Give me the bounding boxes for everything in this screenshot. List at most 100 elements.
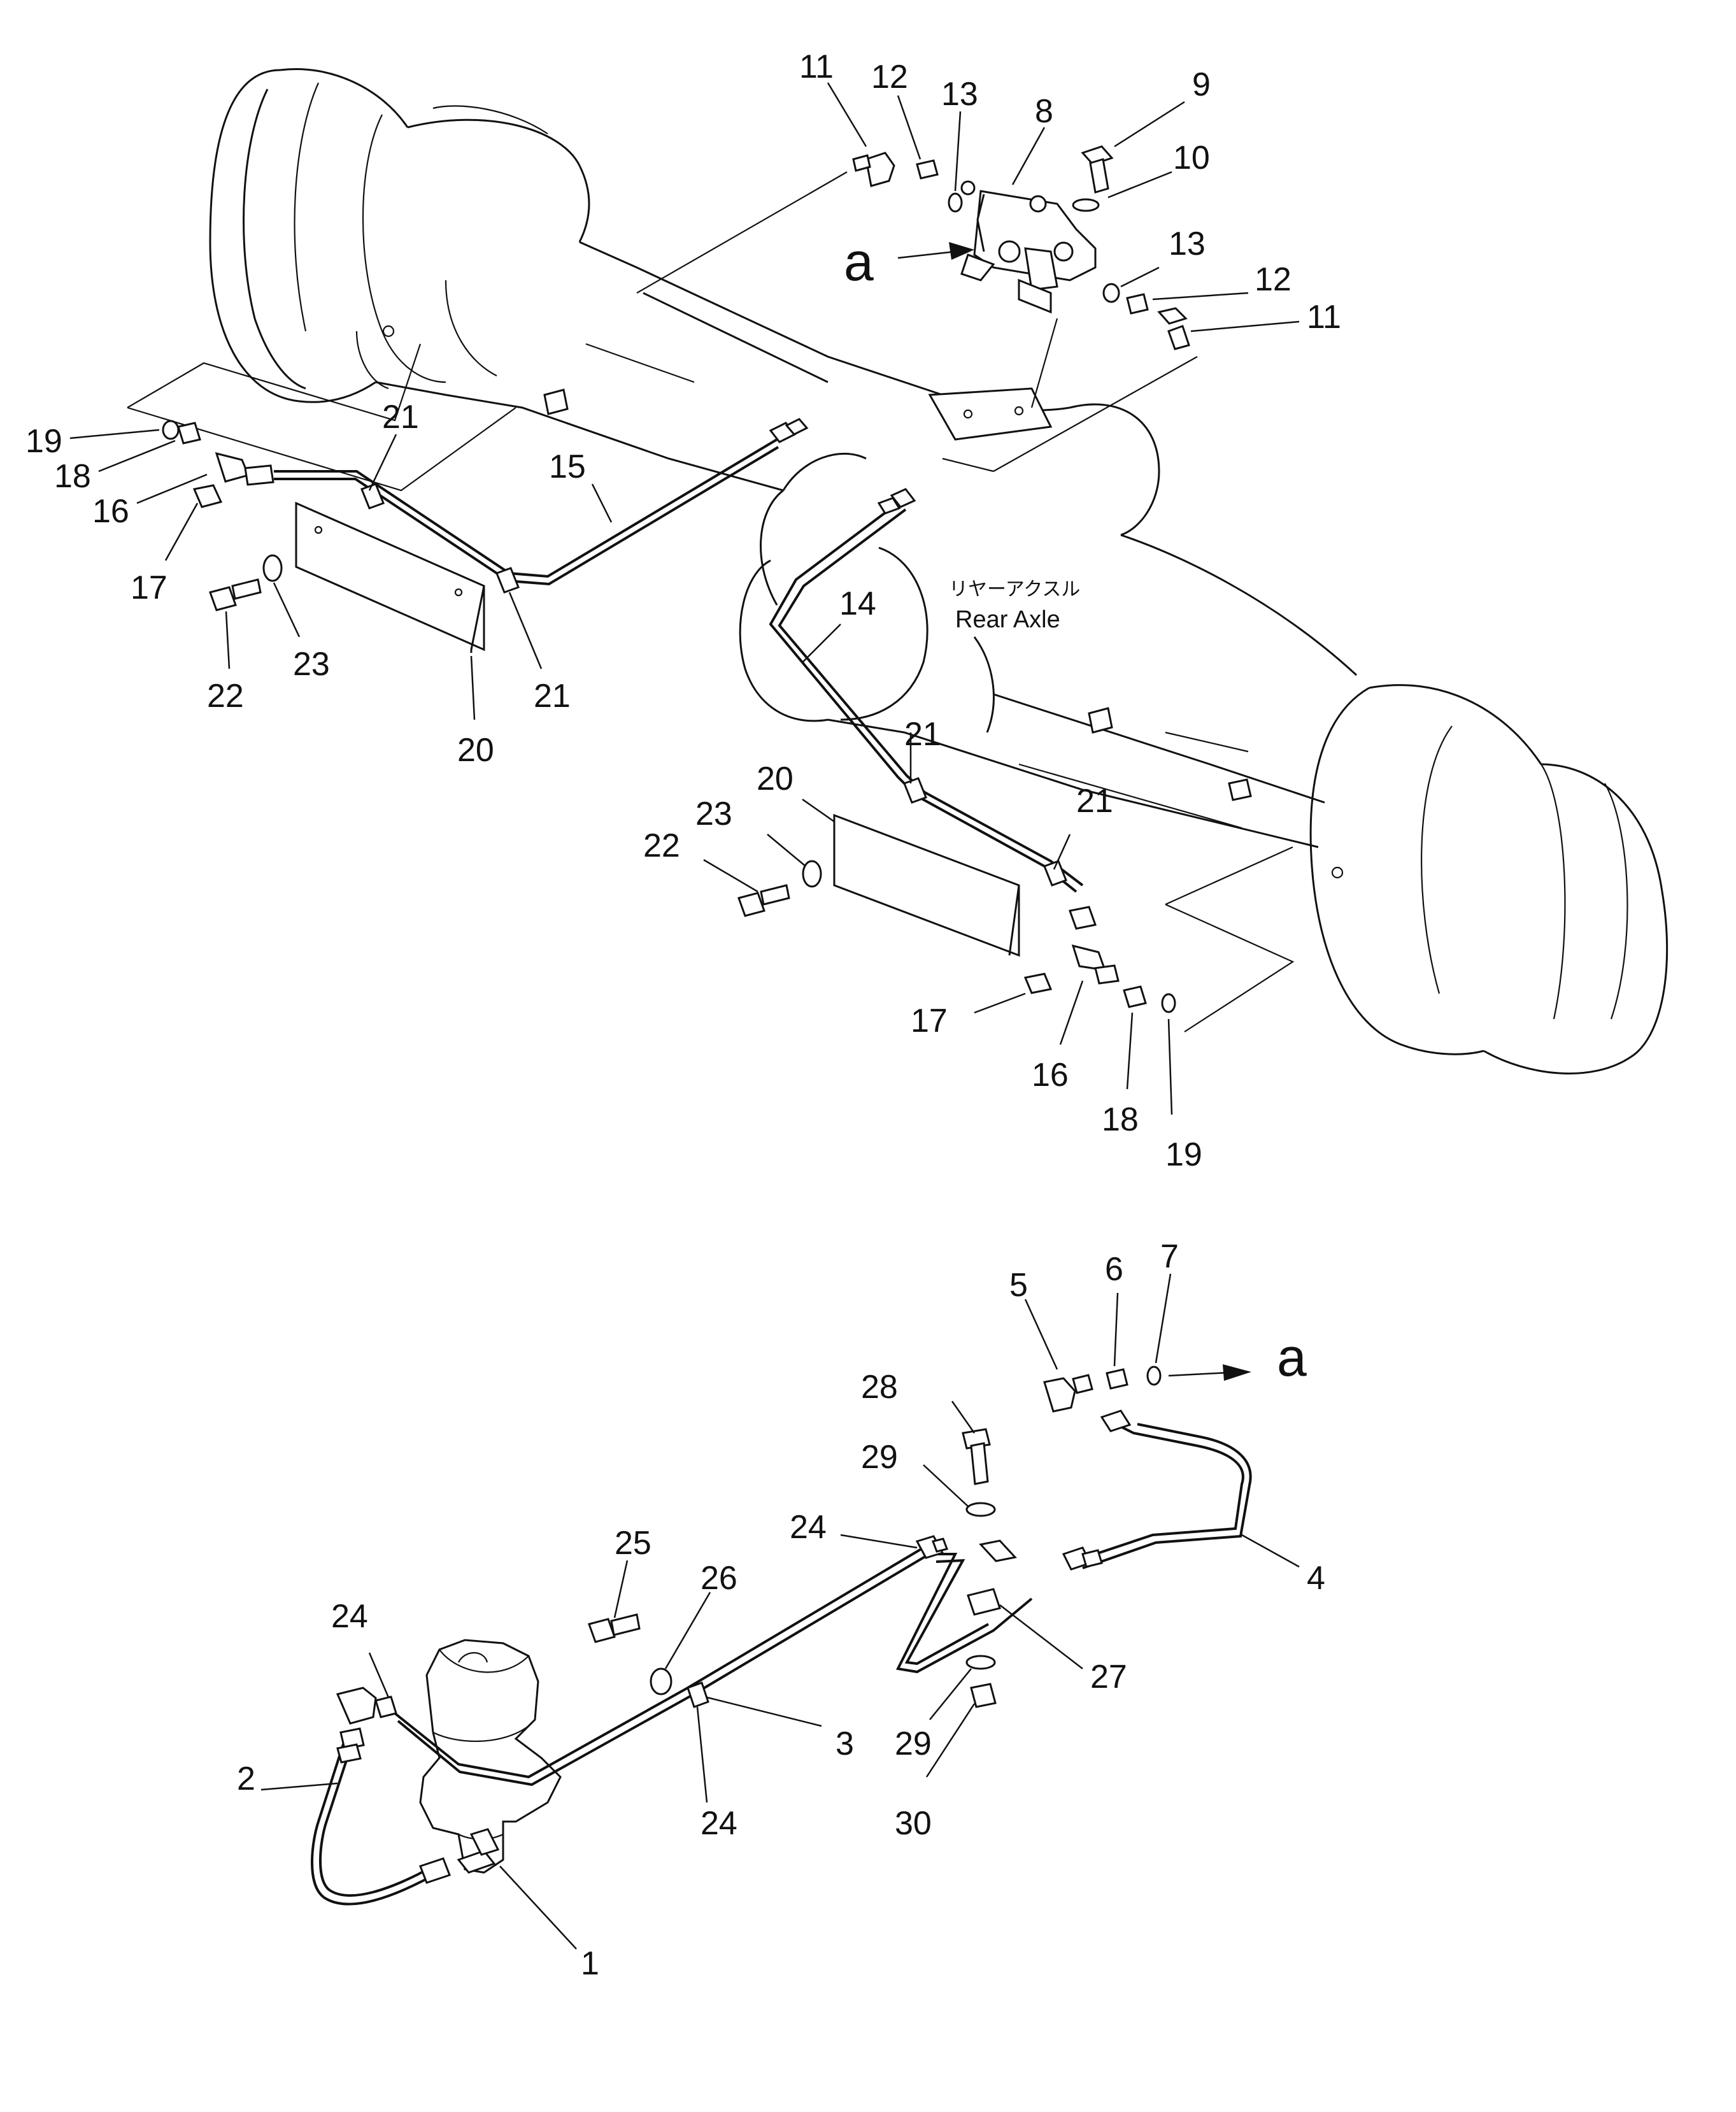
label-24-left: 24: [331, 1598, 368, 1635]
label-23-right: 23: [695, 796, 732, 832]
right-wheel-hub: [1309, 684, 1668, 1074]
rear-axle-housing: [127, 68, 1668, 1074]
valve-housing: [419, 1639, 562, 1874]
bolt-22-right: [737, 884, 790, 917]
left-wheel-hub: [209, 68, 590, 403]
label-18-right: 18: [1102, 1101, 1139, 1138]
plug-17-left: [192, 484, 223, 508]
label-15: 15: [549, 448, 586, 485]
nut-30: [970, 1683, 997, 1708]
washer-23-right: [802, 860, 822, 888]
label-19-left: 19: [25, 423, 62, 460]
label-4: 4: [1307, 1560, 1325, 1597]
tube-loop: [896, 1553, 1033, 1674]
clip-plate: [979, 1539, 1017, 1562]
washer-23-left: [262, 554, 283, 582]
lower-piping: [311, 1366, 1252, 1906]
oring-7: [1146, 1366, 1162, 1386]
oring-19-right: [1161, 993, 1176, 1013]
label-9: 9: [1192, 66, 1211, 103]
axle-boss: [543, 389, 569, 415]
plug-17-right: [1023, 973, 1053, 994]
fitting-11-top: [852, 152, 895, 187]
label-17-left: 17: [131, 569, 167, 606]
label-29-top: 29: [861, 1439, 898, 1476]
label-25: 25: [615, 1525, 651, 1562]
bolt-28: [962, 1428, 991, 1485]
tube-14-nut: [890, 488, 916, 508]
label-5: 5: [1009, 1267, 1028, 1304]
label-21-left-b: 21: [534, 678, 571, 715]
label-29-bottom: 29: [895, 1725, 932, 1762]
label-10: 10: [1173, 139, 1210, 176]
nut-12-right: [1126, 293, 1149, 315]
hose-2: [311, 1732, 446, 1906]
label-16-right: 16: [1032, 1057, 1069, 1094]
tee-16-left: [215, 452, 274, 486]
bracket-27: [967, 1588, 1001, 1616]
label-13-right: 13: [1169, 225, 1206, 262]
label-8: 8: [1035, 93, 1053, 130]
fitting-11-right: [1157, 307, 1190, 350]
reference-letter-a-lower: a: [1277, 1327, 1307, 1387]
lower-label-group: 5 6 7 a 28 29 24 25 26 4 24 27 3 29 2 24…: [237, 1238, 1325, 1982]
washer-10: [1072, 198, 1100, 212]
clip-24-middle: [687, 1681, 709, 1708]
tee-16-right: [1069, 906, 1120, 985]
elbow-24-left: [336, 1687, 377, 1725]
label-6: 6: [1105, 1251, 1123, 1288]
label-24-middle: 24: [701, 1805, 737, 1842]
axle-label-english: Rear Axle: [955, 606, 1060, 633]
label-28: 28: [861, 1369, 898, 1406]
washer-26: [650, 1667, 672, 1695]
label-14: 14: [839, 585, 876, 622]
elbow-1: [457, 1828, 500, 1874]
lower-leaders: [260, 1273, 1300, 1950]
axle-boss: [1088, 707, 1113, 734]
elbow-5: [1043, 1374, 1093, 1413]
label-1: 1: [581, 1945, 599, 1982]
label-12-right: 12: [1255, 261, 1291, 298]
washer-29-bottom: [965, 1655, 996, 1670]
axle-body: [375, 241, 1358, 879]
label-2: 2: [237, 1760, 255, 1797]
label-22-right: 22: [643, 827, 680, 864]
label-30: 30: [895, 1805, 932, 1842]
upper-label-group: 11 12 13 8 9 10 13 12 11 a 19 18 16 17 2…: [25, 48, 1341, 1173]
hose-4: [1076, 1425, 1244, 1562]
bolt-25: [588, 1613, 641, 1643]
clip-21-right-a: [903, 777, 927, 804]
label-17-right: 17: [911, 1002, 948, 1039]
label-18-left: 18: [54, 458, 91, 495]
label-11-right: 11: [1307, 299, 1341, 336]
label-21-right-a: 21: [904, 716, 941, 753]
bolt-9: [1081, 145, 1114, 194]
washer-29-top: [965, 1502, 996, 1517]
label-19-right: 19: [1165, 1136, 1202, 1173]
reference-letter-a-upper: a: [844, 232, 874, 292]
nut-18-left: [177, 422, 201, 445]
tube-14: [769, 502, 1078, 893]
bolt-22-left: [209, 578, 262, 611]
clip-21-right-b: [1043, 860, 1067, 887]
label-7: 7: [1160, 1238, 1179, 1275]
label-27: 27: [1090, 1659, 1127, 1695]
label-24-right: 24: [790, 1509, 827, 1546]
label-20-left: 20: [457, 732, 494, 769]
oring-13-top: [948, 192, 963, 213]
label-23-left: 23: [293, 646, 330, 683]
label-20-right: 20: [757, 760, 793, 797]
label-26: 26: [701, 1560, 737, 1597]
axle-label-japanese: リヤーアクスル: [949, 579, 1080, 600]
tube-3: [394, 1546, 925, 1779]
label-13-top: 13: [941, 76, 978, 113]
upper-leaders: [69, 82, 1300, 1115]
label-21-left-a: 21: [382, 399, 419, 436]
hose-2-end-bottom: [419, 1857, 451, 1884]
plate-20-right: [833, 813, 1020, 957]
label-22-left: 22: [207, 678, 244, 715]
hose-2-end-top: [339, 1727, 365, 1750]
label-3: 3: [836, 1725, 854, 1762]
clip-21-left-b: [495, 567, 520, 594]
